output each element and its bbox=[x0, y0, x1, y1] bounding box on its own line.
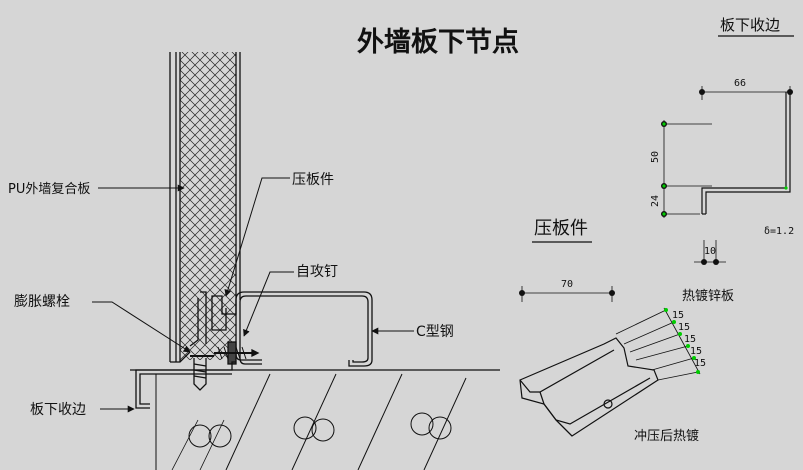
dim-66: 66 bbox=[734, 78, 746, 89]
press-part-bracket bbox=[189, 291, 237, 347]
bottom-flashing bbox=[135, 361, 236, 409]
bottom-edge-nodes bbox=[662, 122, 788, 216]
bottom-edge-profile bbox=[701, 92, 791, 215]
small-dim-3: 15 bbox=[684, 334, 696, 345]
label-self-tap-nail: 自攻钉 bbox=[296, 264, 338, 280]
label-bottom-edge: 板下收边 bbox=[30, 402, 86, 418]
finish-label: 冲压后热镀 bbox=[634, 428, 699, 444]
small-dim-5: 15 bbox=[694, 358, 706, 369]
small-dim-2: 15 bbox=[678, 322, 690, 333]
main-leaders bbox=[92, 177, 414, 413]
detail-bottom-edge-title: 板下收边 bbox=[720, 16, 780, 34]
bottom-edge-dim-dots bbox=[661, 89, 793, 265]
detail-press-part: 压板件 70 bbox=[519, 218, 706, 444]
small-dim-1: 15 bbox=[672, 310, 684, 321]
press-part-dim-dots bbox=[519, 290, 615, 296]
press-part-iso bbox=[519, 337, 659, 437]
dim-24: 24 bbox=[650, 195, 661, 207]
dim-10: 10 bbox=[704, 246, 716, 257]
detail-press-part-title: 压板件 bbox=[534, 218, 588, 239]
rebar-circles bbox=[188, 412, 452, 448]
pu-wall-panel bbox=[169, 52, 241, 363]
c-steel-section bbox=[235, 291, 373, 367]
page-title: 外墙板下节点 bbox=[357, 27, 519, 58]
detail-bottom-edge: 板下收边 66 50 24 bbox=[650, 16, 794, 304]
press-part-small-labels: 15 15 15 15 15 bbox=[672, 310, 706, 369]
press-part-small-dims bbox=[615, 307, 701, 381]
bottom-edge-dims bbox=[663, 86, 791, 263]
label-pu-panel: PU外墙复合板 bbox=[8, 182, 90, 197]
label-c-steel: C型钢 bbox=[416, 324, 454, 340]
small-dim-4: 15 bbox=[690, 346, 702, 357]
label-expansion-bolt: 膨胀螺栓 bbox=[14, 293, 70, 310]
press-part-nodes bbox=[664, 308, 700, 374]
label-press-part: 压板件 bbox=[292, 172, 334, 188]
main-section bbox=[130, 52, 500, 470]
dim-50: 50 bbox=[650, 151, 661, 163]
concrete-ground bbox=[130, 369, 500, 470]
thickness-label: δ=1.2 bbox=[764, 226, 794, 237]
material-label: 热镀锌板 bbox=[682, 288, 734, 304]
dim-70: 70 bbox=[561, 279, 573, 290]
expansion-bolt bbox=[190, 355, 214, 391]
